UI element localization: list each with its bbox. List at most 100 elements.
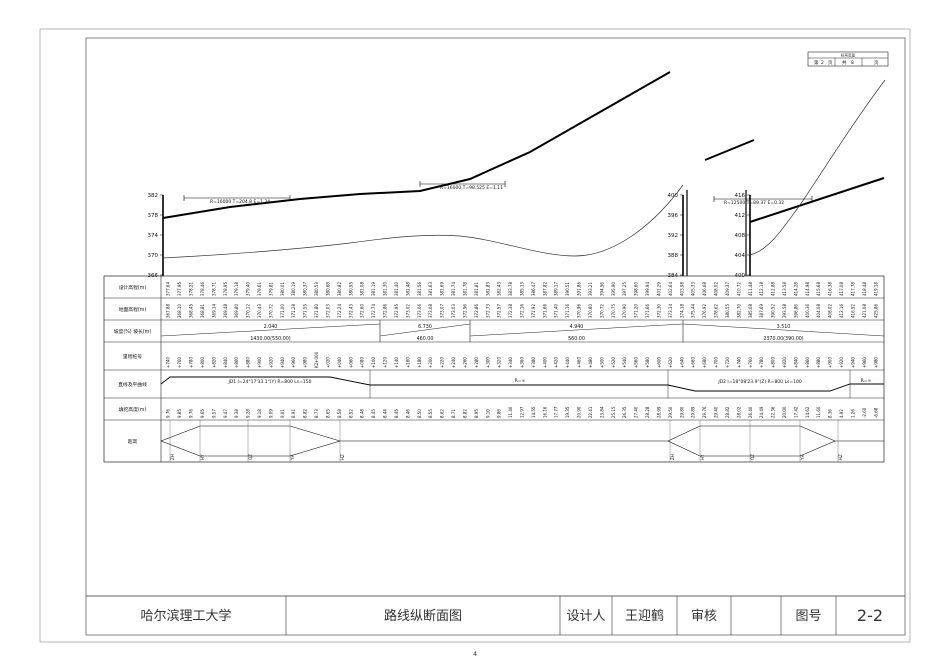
scale-label: 404	[735, 253, 746, 259]
ground-elev-value: 387.69	[759, 304, 764, 318]
station-value: +160	[405, 357, 410, 368]
ground-elev-value: 385.08	[748, 304, 753, 318]
design-elev-value: 381.19	[371, 282, 376, 296]
grade-value: 3.510	[777, 324, 791, 330]
ground-elev-value: 368.81	[200, 304, 205, 318]
design-elev-value: 414.98	[805, 282, 810, 296]
ground-elev-value: 371.55	[303, 304, 308, 318]
station-value: +860	[805, 357, 810, 368]
fill-cut-value: 29.89	[691, 406, 696, 418]
fill-cut-value: 8.45	[394, 409, 399, 418]
design-elev-value: 380.68	[325, 282, 330, 296]
fill-cut-value: 9.85	[177, 409, 182, 418]
fill-cut-value: 8.65	[325, 409, 330, 418]
ground-elev-value: 372.16	[520, 304, 525, 318]
curve-label: R=∞	[861, 378, 872, 384]
design-elev-value: 380.01	[280, 282, 285, 296]
page-no: 2	[821, 60, 824, 66]
design-elev-value: 403.98	[679, 282, 684, 296]
ground-elev-value: 373.07	[440, 304, 445, 318]
fill-cut-value: 22.36	[771, 406, 776, 418]
drawing-no-label: 图号	[795, 609, 821, 624]
station-value: +480	[588, 357, 593, 368]
grade-length: 560.00	[568, 336, 585, 342]
scale-label: 382	[148, 193, 159, 199]
fill-cut-value: 29.50	[668, 406, 673, 418]
grade-diagonal	[682, 323, 885, 337]
grade-diagonal	[379, 323, 471, 337]
design-elev-value: 381.74	[451, 282, 456, 296]
grade-length: 1430.00(550.00)	[250, 336, 290, 342]
station-value: +940	[850, 357, 855, 368]
fill-cut-value: 9.09	[268, 409, 273, 418]
design-elev-value: 405.33	[691, 282, 696, 296]
design-elev-value: 380.95	[348, 282, 353, 296]
superelevation-line-upper	[160, 425, 884, 442]
station-value: +520	[611, 357, 616, 368]
design-elev-value: 410.72	[736, 282, 741, 296]
station-value: +140	[394, 357, 399, 368]
design-elev-value: 412.18	[759, 282, 764, 296]
fill-cut-value: 8.73	[314, 409, 319, 418]
station-value: +460	[577, 357, 582, 368]
page-number: 4	[473, 651, 477, 658]
station-value: +680	[702, 357, 707, 368]
station-value: +360	[520, 357, 525, 368]
design-elev-value: 381.08	[360, 282, 365, 296]
ground-elev-value: 371.66	[542, 304, 547, 318]
row-label: 设计高程(m)	[119, 284, 147, 291]
fill-cut-value: 11.40	[508, 406, 513, 418]
paper-border	[39, 28, 911, 643]
design-elev-value: 380.53	[314, 282, 319, 296]
design-elev-value: 379.40	[246, 282, 251, 296]
ground-elev-value: 376.92	[702, 304, 707, 318]
design-elev-value: 381.81	[474, 282, 479, 296]
superelevation-label: HZ	[838, 454, 843, 460]
design-elev-value: 378.95	[223, 282, 228, 296]
ground-line-2	[749, 79, 886, 256]
fill-cut-value: 25.15	[611, 406, 616, 418]
station-value: +840	[793, 357, 798, 368]
fill-cut-value: 8.62	[440, 409, 445, 418]
design-grade-line-3	[749, 177, 885, 223]
superelevation-label: HY	[200, 454, 205, 460]
sheet-index-title: 标号页面	[841, 53, 855, 58]
station-value: +980	[873, 357, 878, 368]
station-value: +320	[497, 357, 502, 368]
station-value: +940	[280, 357, 285, 368]
station-value: +060	[348, 357, 353, 368]
row-label: 坡度(%) 坡长(m)	[114, 328, 152, 335]
page-unit: 页	[828, 60, 833, 66]
ground-elev-value: 373.06	[417, 304, 422, 318]
scale-label: 408	[735, 233, 746, 239]
ground-elev-value: 412.16	[839, 304, 844, 318]
reviewer-label: 审核	[691, 609, 717, 624]
fill-cut-value: 29.76	[702, 406, 707, 418]
fill-cut-value: 14.62	[805, 406, 810, 418]
station-value: +580	[645, 357, 650, 368]
design-elev-value: 413.58	[782, 282, 787, 296]
ground-elev-value: 373.08	[428, 304, 433, 318]
grade-value: 2.040	[264, 324, 278, 330]
design-elev-value: 416.38	[828, 282, 833, 296]
scale-label: 416	[735, 193, 746, 199]
ground-elev-value: 371.66	[645, 304, 650, 318]
ground-elev-value: 372.24	[337, 304, 342, 318]
fill-cut-value: 29.80	[679, 406, 684, 418]
station-value: +200	[428, 357, 433, 368]
station-value: +020	[325, 357, 330, 368]
fill-cut-value: 8.44	[383, 409, 388, 418]
ground-elev-value: 372.86	[383, 304, 388, 318]
ground-elev-value: 382.70	[736, 304, 741, 318]
ground-elev-value: 374.18	[679, 304, 684, 318]
station-value: +920	[268, 357, 273, 368]
design-elev-value: 419.18	[873, 282, 878, 296]
design-elev-value: 378.21	[189, 282, 194, 296]
station-value: +800	[771, 357, 776, 368]
station-value: +300	[485, 357, 490, 368]
fill-cut-value: 23.84	[599, 406, 604, 418]
ground-elev-value: 372.73	[485, 304, 490, 318]
vcurve-label: R=12500 T=89.37 E=0.32	[724, 200, 784, 206]
fill-cut-value: 9.86	[497, 409, 502, 418]
ground-elev-value: 416.52	[850, 304, 855, 318]
